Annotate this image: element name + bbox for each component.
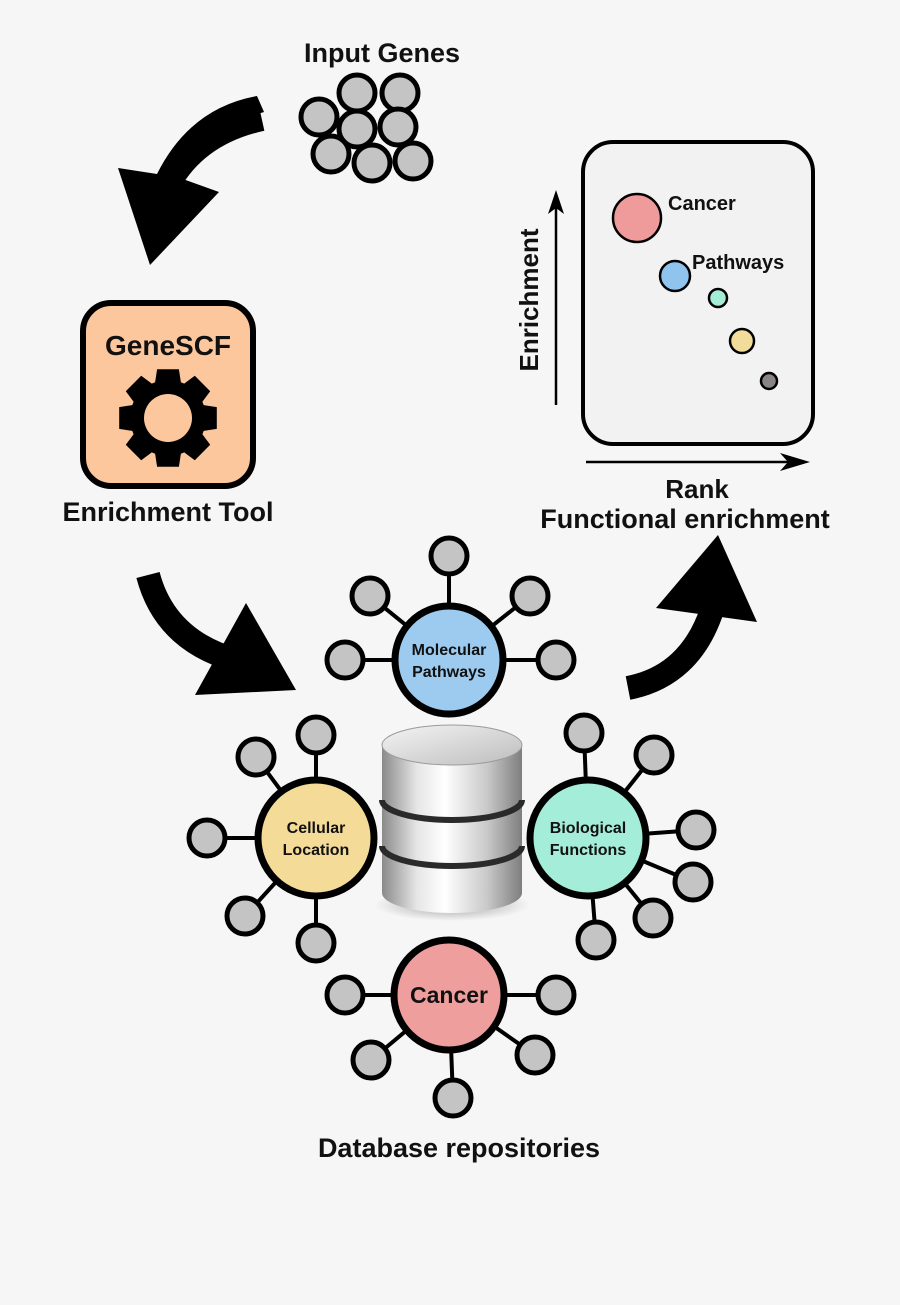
- database-caption: Database repositories: [318, 1133, 600, 1163]
- tool-caption: Enrichment Tool: [62, 497, 273, 527]
- plot-panel: [581, 140, 815, 446]
- gene-node: [324, 639, 366, 681]
- hub-circle: [391, 602, 507, 718]
- gear-icon: [119, 369, 217, 467]
- hub-label-line1: Biological: [550, 820, 626, 837]
- arrow-shaft-3: [625, 605, 724, 700]
- genescf-tool-box: GeneSCF: [80, 300, 256, 489]
- arrow-icon: [118, 96, 264, 265]
- input-gene-cluster: [298, 72, 434, 184]
- hub-label-line1: Cellular: [287, 820, 346, 837]
- gene-node: [509, 575, 551, 617]
- plot-point: [707, 287, 729, 309]
- input-genes-title: Input Genes: [304, 38, 460, 68]
- plot-point: [728, 327, 756, 355]
- gene-node: [675, 809, 717, 851]
- gene-node: [336, 108, 378, 150]
- gene-node: [632, 897, 674, 939]
- gene-node: [186, 817, 228, 859]
- gene-node: [295, 714, 337, 756]
- gene-node: [379, 72, 421, 114]
- plot-caption: Functional enrichment: [540, 504, 830, 534]
- gene-node: [310, 133, 352, 175]
- database-icon: [374, 724, 530, 921]
- x-axis-arrowhead: [780, 453, 810, 471]
- hub-label-line1: Molecular: [412, 642, 487, 659]
- gene-node: [432, 1077, 474, 1119]
- gene-node: [324, 974, 366, 1016]
- hub-label: Cancer: [410, 982, 488, 1008]
- gene-node: [350, 1039, 392, 1081]
- hub-label-line2: Pathways: [412, 664, 486, 681]
- plot-point-label: Cancer: [668, 193, 736, 215]
- hub-circle: [526, 776, 650, 900]
- gene-node: [349, 575, 391, 617]
- gene-node: [235, 736, 277, 778]
- gene-node: [428, 535, 470, 577]
- plot-point: [611, 192, 663, 244]
- arrow-shaft: [160, 109, 265, 190]
- plot-point-label: Pathways: [692, 252, 784, 274]
- hub-label-line2: Functions: [550, 842, 627, 859]
- gene-node: [575, 919, 617, 961]
- tool-name: GeneSCF: [105, 330, 231, 361]
- y-axis-label: Enrichment: [514, 228, 544, 371]
- plot-point: [759, 371, 779, 391]
- gene-node: [672, 861, 714, 903]
- hub-circle: [390, 936, 508, 1054]
- arrow-icon: [195, 603, 296, 695]
- hub-label-line2: Location: [283, 842, 350, 859]
- gene-node: [514, 1034, 556, 1076]
- arrow-icon: [656, 535, 757, 622]
- hub-cancer: Cancer: [324, 936, 577, 1119]
- gene-node: [224, 895, 266, 937]
- plot-point: [658, 259, 692, 293]
- gene-node: [563, 712, 605, 754]
- y-axis-arrowhead: [548, 190, 564, 214]
- gene-node: [298, 96, 340, 138]
- gene-node: [377, 106, 419, 148]
- hub-circle: [254, 776, 378, 900]
- x-axis-label: Rank: [665, 474, 729, 504]
- gene-node: [392, 140, 434, 182]
- gene-node: [351, 142, 393, 184]
- gene-node: [633, 734, 675, 776]
- gene-node: [295, 922, 337, 964]
- gene-node: [336, 72, 378, 114]
- gene-node: [535, 974, 577, 1016]
- gene-node: [535, 639, 577, 681]
